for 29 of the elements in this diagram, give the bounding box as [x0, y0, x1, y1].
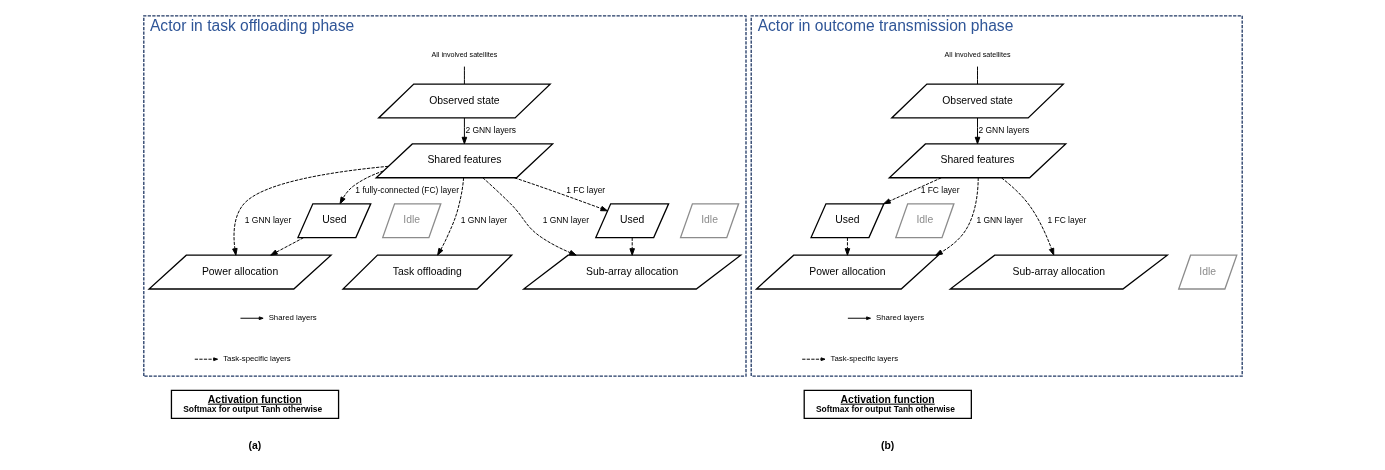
edge-label: 1 fully-connected (FC) layer	[354, 184, 459, 195]
edge-label: 2 GNN layers	[978, 125, 1029, 136]
label: (b)	[880, 440, 894, 452]
arrow	[461, 117, 467, 145]
edge-label: 1 FC layer	[1046, 214, 1086, 225]
edge-label: 1 GNN layer	[460, 214, 507, 225]
edge-label: 2 GNN layers	[464, 125, 516, 136]
arrow	[628, 237, 635, 256]
connector	[463, 66, 465, 85]
connector	[976, 66, 978, 85]
arrow	[269, 237, 304, 256]
edge-label: 1 FC layer	[920, 184, 960, 195]
arrow	[481, 177, 577, 256]
arrow	[231, 165, 389, 256]
label: (a)	[248, 440, 261, 452]
node-box: Activation function Softmax for output Tanh otherwise	[170, 389, 339, 420]
arrow	[1000, 177, 1054, 256]
arrow	[934, 177, 979, 256]
arrow	[339, 170, 384, 205]
arrow	[513, 177, 608, 212]
node-box: Activation function Softmax for output Tanh otherwise	[803, 389, 972, 420]
edge-label: 1 FC layer	[565, 184, 605, 195]
edge-label: 1 GNN layer	[542, 214, 589, 225]
edge-label: 1 GNN layer	[975, 214, 1023, 225]
arrow	[974, 117, 980, 145]
edge-label: 1 GNN layer	[244, 214, 291, 225]
arrow	[844, 237, 850, 256]
arrow	[436, 177, 464, 256]
arrow	[882, 177, 942, 205]
